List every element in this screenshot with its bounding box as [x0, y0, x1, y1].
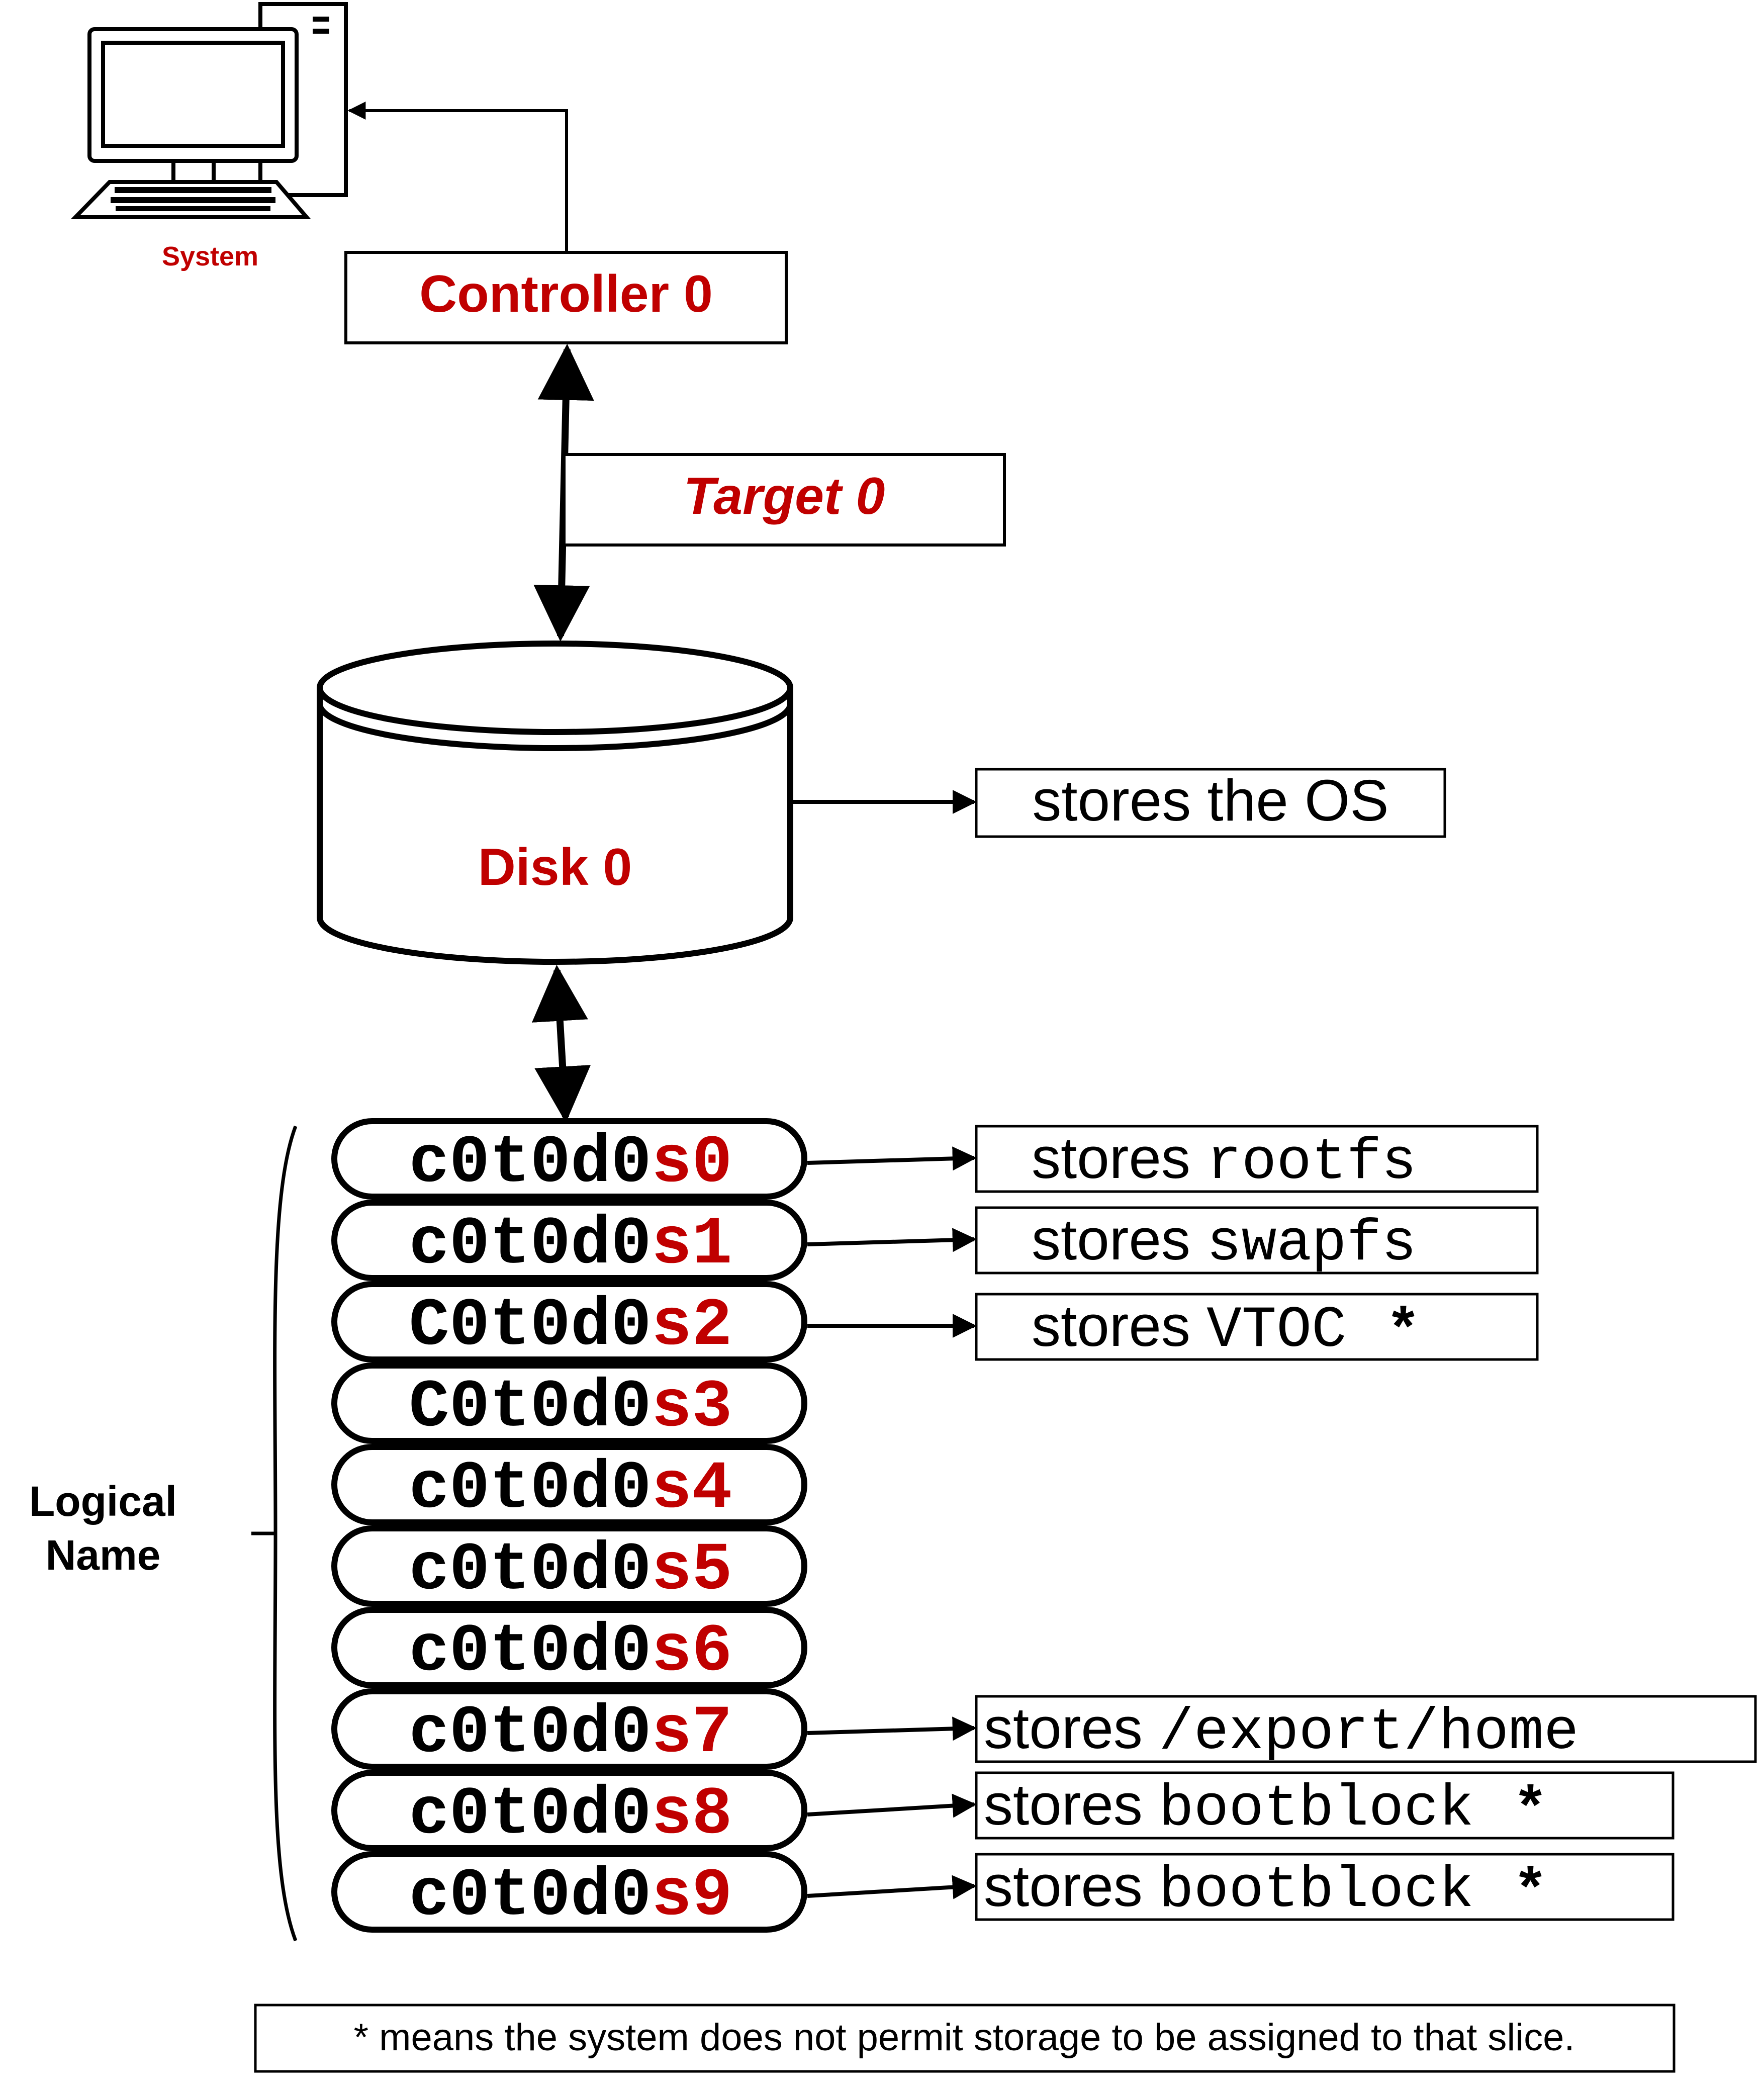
slice-note-prefix: stores — [984, 1772, 1159, 1837]
slice-pill — [331, 1118, 807, 1200]
slice-suffix: s7 — [652, 1695, 732, 1772]
target-label: Target 0 — [684, 467, 885, 525]
slice-device-prefix: c0t0d0 — [409, 1532, 651, 1609]
slice-note-arrow — [807, 1228, 977, 1252]
slice-note-star: * — [1519, 1853, 1542, 1919]
footnote-text: * means the system does not permit stora… — [353, 2016, 1574, 2059]
slice-note-star: * — [1392, 1293, 1415, 1358]
slice-name: c0t0d0s7 — [409, 1695, 732, 1772]
system-link-arrow — [347, 102, 568, 251]
slice-name: c0t0d0s5 — [409, 1532, 732, 1609]
slice-device-prefix: c0t0d0 — [409, 1695, 651, 1772]
slice-pill — [331, 1444, 807, 1525]
slice-note-mono: rootfs — [1206, 1129, 1417, 1196]
slice-pill — [331, 1200, 807, 1281]
slice-device-prefix: c0t0d0 — [409, 1125, 651, 1202]
slice-name: C0t0d0s3 — [409, 1370, 732, 1446]
slice-note-box — [975, 1125, 1539, 1193]
controller-box: Controller 0 — [344, 251, 788, 344]
slice-note-text: stores swapfs — [1032, 1207, 1417, 1277]
slice-name: C0t0d0s2 — [409, 1288, 732, 1365]
slice-device-prefix: C0t0d0 — [409, 1288, 651, 1365]
slice-name: c0t0d0s8 — [409, 1777, 732, 1853]
slice-pill — [331, 1607, 807, 1688]
slice-suffix: s6 — [652, 1614, 732, 1690]
slice-note-arrow — [807, 1875, 977, 1899]
slice-pill — [331, 1281, 807, 1363]
slice-note-arrow — [807, 1146, 977, 1171]
slice-name: c0t0d0s0 — [409, 1125, 732, 1202]
logical-name-label-line1: Logical — [29, 1478, 177, 1525]
slice-note-box — [975, 1206, 1539, 1275]
slice-note-prefix: stores — [984, 1695, 1159, 1761]
slice-note-box — [975, 1771, 1675, 1840]
slice-suffix: s9 — [652, 1858, 732, 1935]
footnote-box: * means the system does not permit stora… — [254, 2004, 1676, 2073]
disk-note-box: stores the OS — [975, 768, 1446, 838]
slice-note-mono: bootblock — [1159, 1857, 1474, 1924]
slice-note-prefix: stores — [1032, 1293, 1206, 1358]
slice-note-prefix: stores — [1032, 1207, 1206, 1272]
logical-name-label-line2: Name — [46, 1531, 161, 1579]
slice-note-text: stores bootblock * — [984, 1853, 1542, 1924]
slice-suffix: s1 — [652, 1207, 732, 1283]
slice-suffix: s5 — [652, 1532, 732, 1609]
slice-note-box — [975, 1695, 1757, 1763]
slice-note-text: stores /export/home — [984, 1695, 1579, 1766]
slice-note-text: stores bootblock * — [984, 1772, 1542, 1842]
slice-suffix: s2 — [652, 1288, 732, 1365]
system-label: System — [162, 241, 258, 271]
disk-slices-link — [531, 964, 591, 1123]
target-box: Target 0 — [563, 453, 1006, 547]
slice-name: c0t0d0s6 — [409, 1614, 732, 1690]
slice-note-star: * — [1519, 1772, 1542, 1837]
slice-note-box — [975, 1853, 1675, 1921]
slice-note-arrow — [807, 1716, 977, 1741]
slice-note-prefix: stores — [984, 1853, 1159, 1919]
slice-suffix: s4 — [652, 1451, 732, 1527]
slice-device-prefix: c0t0d0 — [409, 1207, 651, 1283]
slice-pill — [331, 1525, 807, 1607]
slice-note-mono: bootblock — [1159, 1776, 1474, 1842]
controller-label: Controller 0 — [419, 265, 713, 323]
slice-name: c0t0d0s4 — [409, 1451, 732, 1527]
slice-device-prefix: C0t0d0 — [409, 1370, 651, 1446]
slice-note-arrow — [807, 1793, 977, 1818]
slice-list: c0t0d0s0c0t0d0s1C0t0d0s2C0t0d0s3c0t0d0s4… — [331, 1118, 807, 1935]
slice-pill — [331, 1851, 807, 1933]
slice-note-mono: VTOC — [1206, 1297, 1346, 1364]
disk-label: Disk 0 — [478, 838, 632, 896]
slice-note-mono: swapfs — [1206, 1211, 1417, 1277]
slice-note-text: stores rootfs — [1032, 1125, 1417, 1196]
slice-device-prefix: c0t0d0 — [409, 1777, 651, 1853]
desktop-computer-icon — [70, 2, 348, 219]
slice-note-prefix: stores — [1032, 1125, 1206, 1191]
slice-name: c0t0d0s9 — [409, 1858, 732, 1935]
disk-note-text: stores the OS — [1032, 768, 1388, 833]
slice-device-prefix: c0t0d0 — [409, 1451, 651, 1527]
slice-note-text: stores VTOC * — [1032, 1293, 1415, 1364]
slice-suffix: s3 — [652, 1370, 732, 1446]
slice-pill — [331, 1688, 807, 1770]
slice-suffix: s8 — [652, 1777, 732, 1853]
slice-pill — [331, 1363, 807, 1444]
slice-note-mono: /export/home — [1159, 1699, 1579, 1766]
slice-device-prefix: c0t0d0 — [409, 1858, 651, 1935]
logical-name-brace — [251, 1125, 298, 1942]
disk-cylinder-icon — [317, 641, 793, 965]
slice-suffix: s0 — [652, 1125, 732, 1202]
slice-device-prefix: c0t0d0 — [409, 1614, 651, 1690]
slice-note-box — [975, 1293, 1539, 1361]
slice-name: c0t0d0s1 — [409, 1207, 732, 1283]
slice-pill — [331, 1770, 807, 1851]
